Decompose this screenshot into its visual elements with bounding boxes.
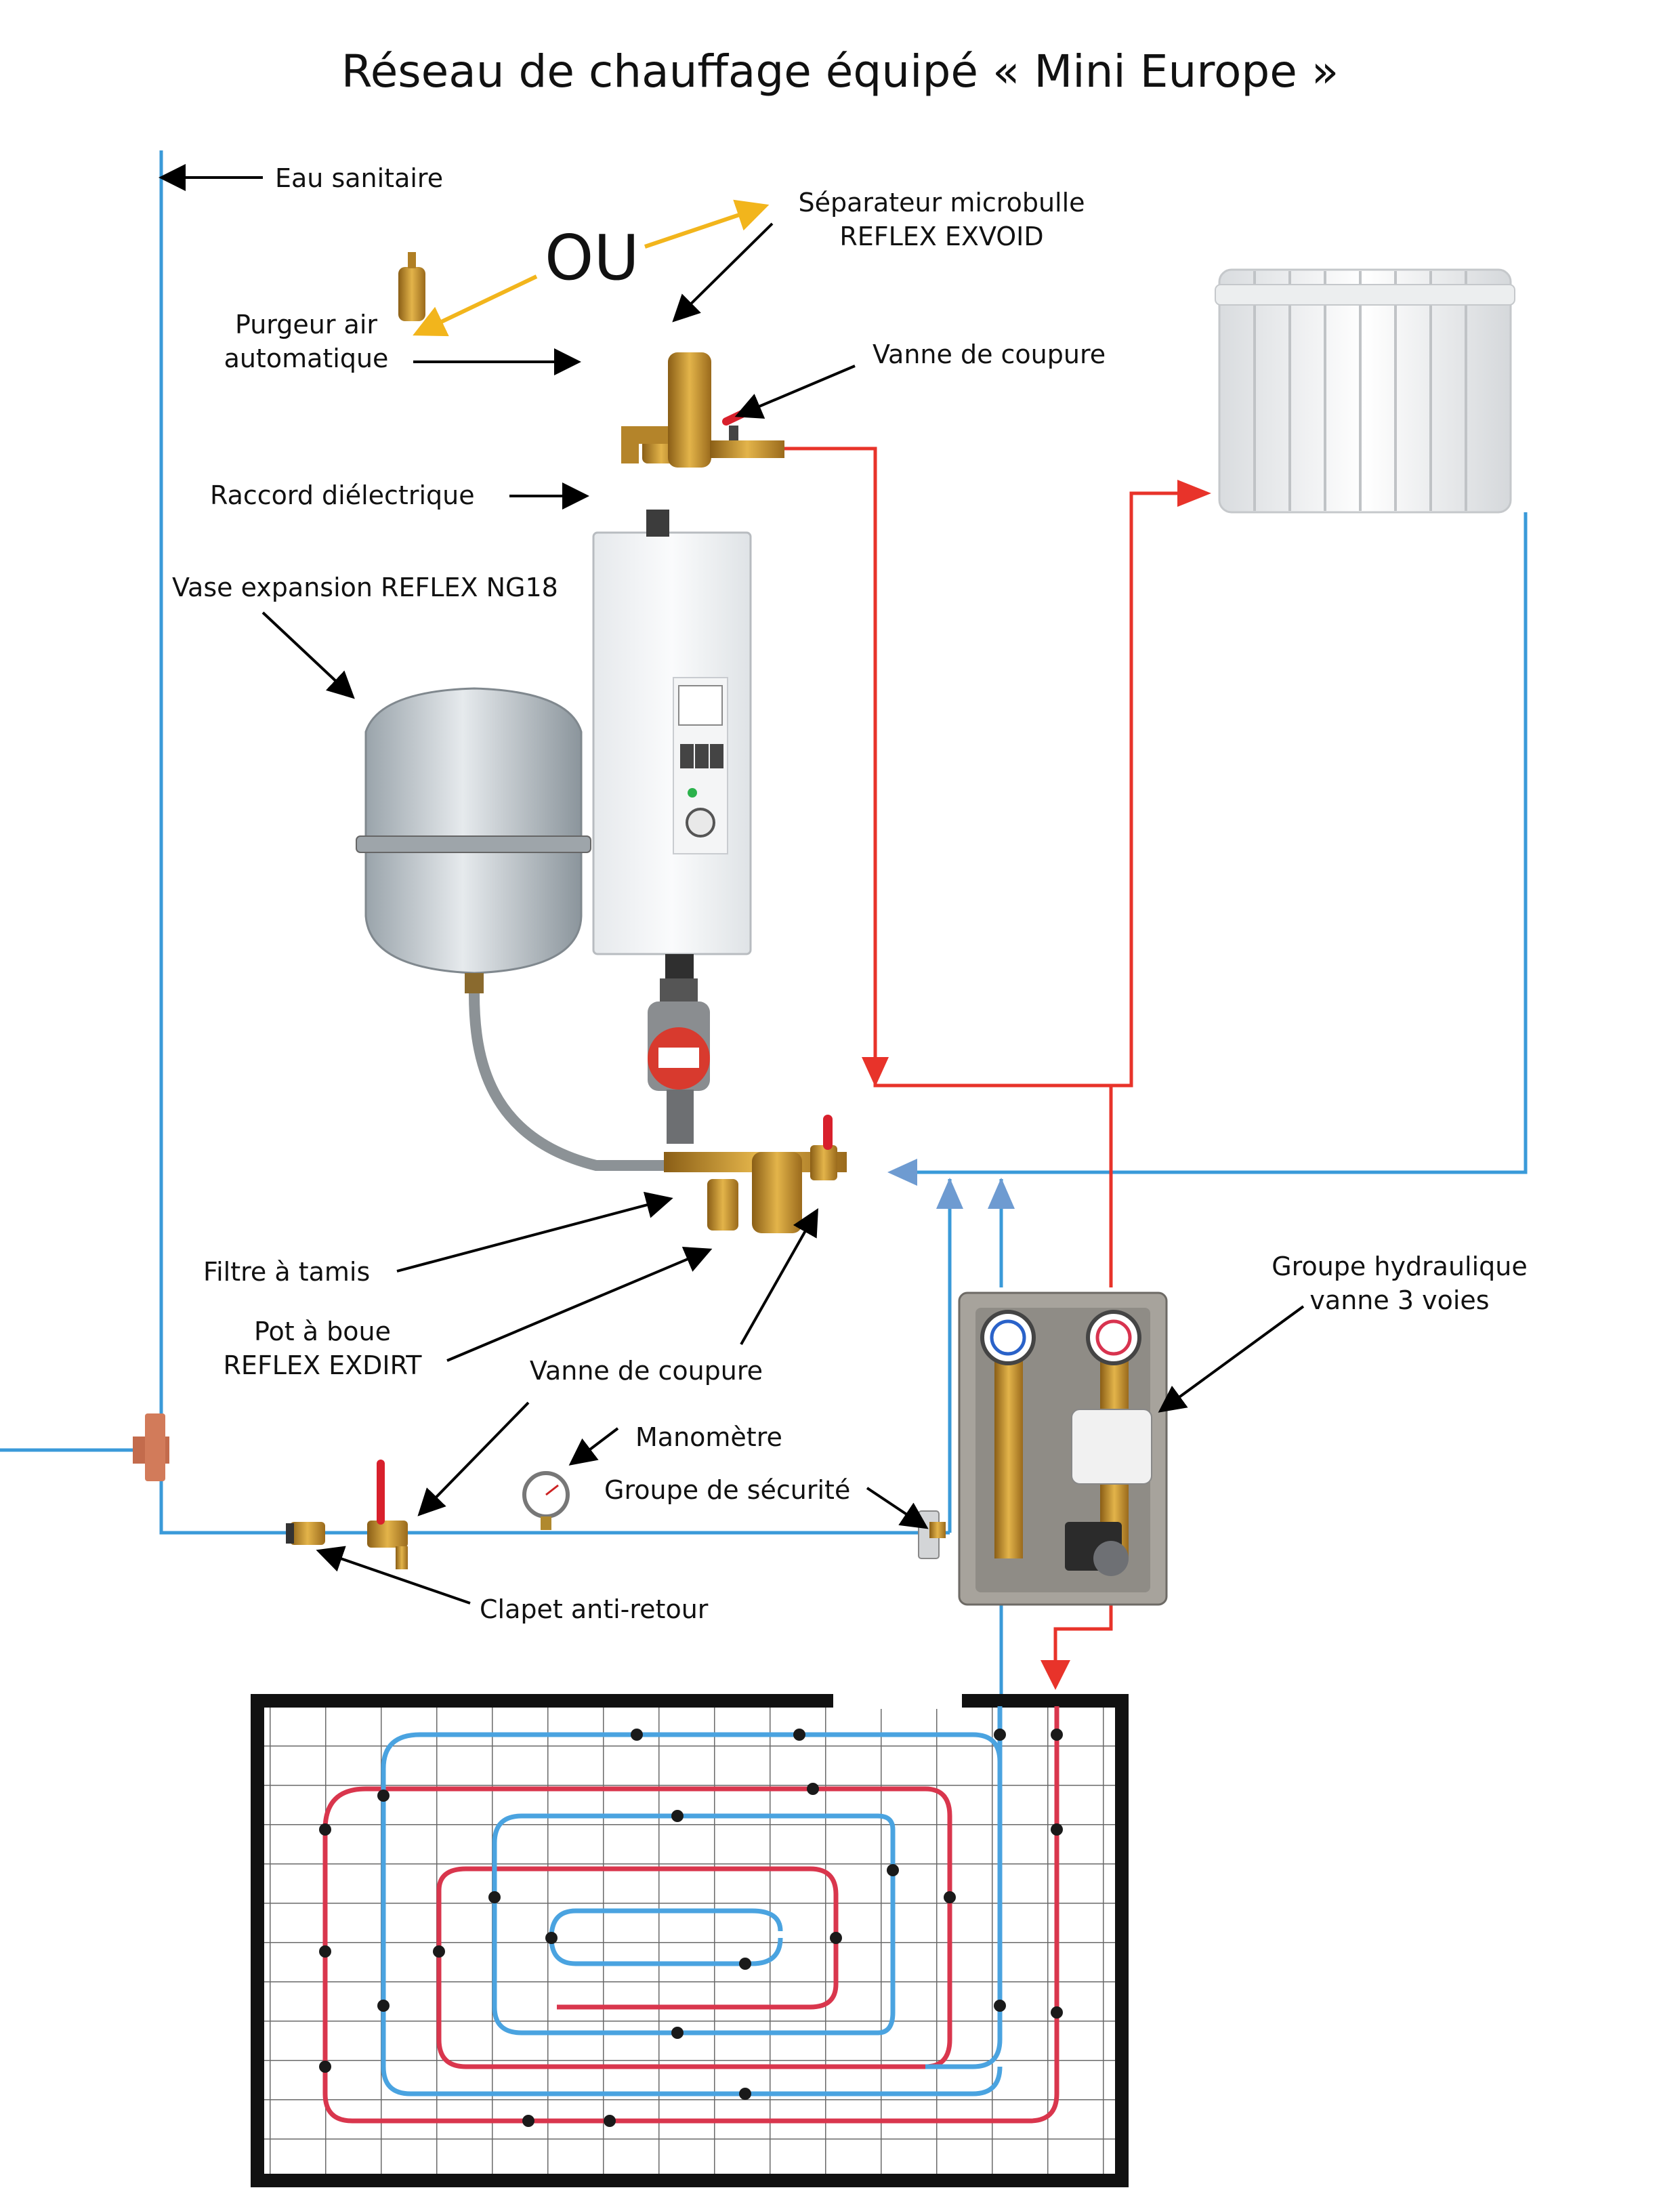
label-vanne-coupure-bottom: Vanne de coupure: [530, 1356, 763, 1386]
radiator: [1215, 268, 1515, 514]
cold-arrow-up-1: [936, 1178, 963, 1209]
page-title: Réseau de chauffage équipé « Mini Europe…: [341, 45, 1339, 98]
label-pot-boue-line2: REFLEX EXDIRT: [224, 1350, 423, 1380]
label-groupe-hydraulique-line1: Groupe hydraulique: [1272, 1252, 1528, 1281]
hot-arrow-floor: [1041, 1660, 1070, 1690]
expansion-vessel: [356, 687, 671, 1171]
label-purgeur-line1: Purgeur air: [235, 310, 377, 339]
top-fittings: [621, 352, 784, 468]
hot-arrow-radiator: [1177, 480, 1211, 507]
circulator-pump: [648, 978, 710, 1144]
label-eau-sanitaire: Eau sanitaire: [275, 163, 443, 193]
label-vanne-coupure-top: Vanne de coupure: [873, 339, 1106, 369]
safety-group: [918, 1510, 946, 1559]
shutoff-valve-bottom: [367, 1460, 408, 1569]
label-arrows: [159, 164, 1305, 1605]
label-groupe-hydraulique-line2: vanne 3 voies: [1309, 1285, 1489, 1315]
label-manometre: Manomètre: [635, 1422, 782, 1452]
ou-label: OU: [545, 222, 639, 294]
label-pot-boue-line1: Pot à boue: [254, 1317, 391, 1346]
auto-air-vent: [398, 252, 425, 321]
bottom-fittings: [664, 1115, 847, 1233]
cold-water-pipes: [0, 150, 1528, 1706]
label-groupe-securite: Groupe de sécurité: [604, 1475, 850, 1505]
label-purgeur-line2: automatique: [224, 344, 389, 373]
label-raccord-dielectrique: Raccord diélectrique: [210, 480, 475, 510]
label-clapet-anti-retour: Clapet anti-retour: [480, 1594, 709, 1624]
label-vase-expansion: Vase expansion REFLEX NG18: [172, 573, 558, 602]
underfloor-heating: [251, 1691, 1129, 2187]
label-separateur-line2: REFLEX EXVOID: [839, 222, 1043, 251]
label-separateur-line1: Séparateur microbulle: [798, 188, 1085, 218]
label-filtre-tamis: Filtre à tamis: [203, 1257, 370, 1287]
check-valve: [286, 1522, 325, 1545]
pressure-gauge: [522, 1471, 570, 1530]
ou-arrows: [413, 199, 770, 337]
dielectric-union-tee: [133, 1413, 169, 1481]
electric-boiler: [592, 510, 752, 983]
hydraulic-group: [958, 1292, 1168, 1606]
hot-arrow-boiler-return: [862, 1057, 889, 1087]
cold-arrow-up-2: [988, 1178, 1015, 1209]
cold-arrow-boiler-in: [887, 1159, 917, 1186]
